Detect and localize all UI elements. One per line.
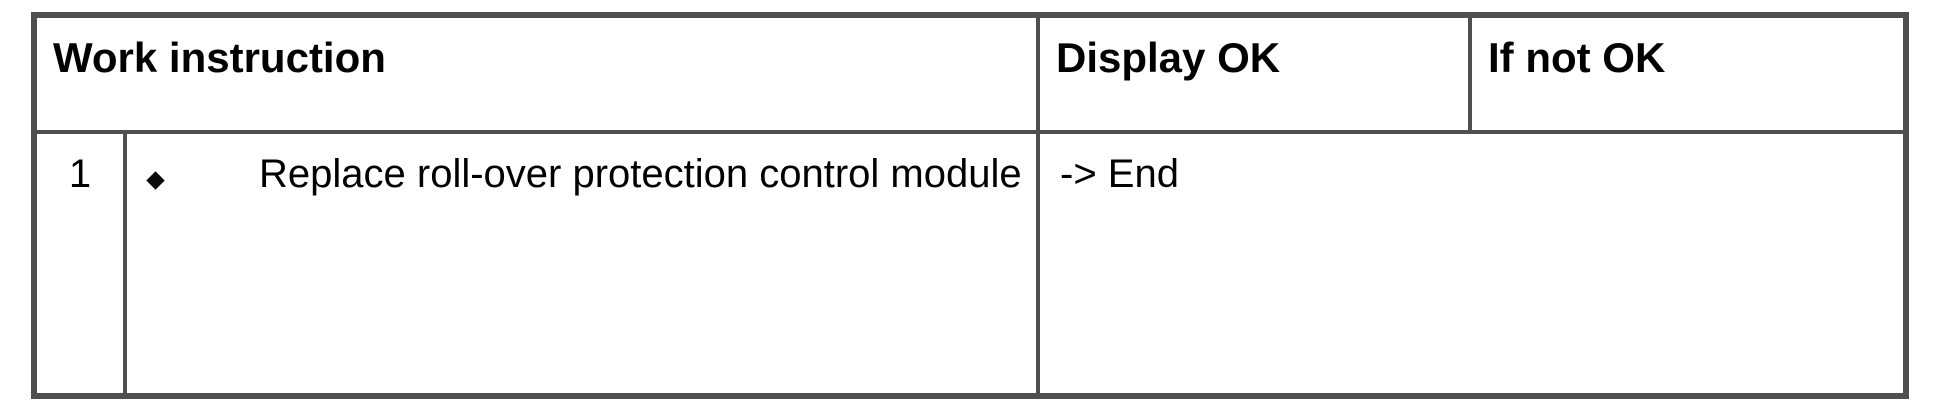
step-number-cell: 1: [32, 130, 127, 398]
table-row: 1 Replace roll-over protection control m…: [32, 130, 1908, 398]
step-number: 1: [68, 152, 92, 196]
instruction-cell: Replace roll-over protection control mod…: [123, 130, 1040, 398]
header-cell-work-instruction: Work instruction: [32, 13, 1040, 134]
header-cell-display-ok: Display OK: [1036, 13, 1472, 134]
header-label-if-not-ok: If not OK: [1488, 34, 1666, 81]
header-cell-if-not-ok: If not OK: [1468, 13, 1908, 134]
header-label-display-ok: Display OK: [1056, 34, 1281, 81]
diamond-bullet-icon: [146, 171, 165, 190]
header-label-work-instruction: Work instruction: [53, 34, 386, 81]
table-header-row: Work instruction Display OK If not OK: [32, 13, 1908, 134]
instruction-text: Replace roll-over protection control mod…: [259, 152, 1022, 196]
result-cell: -> End: [1036, 130, 1908, 398]
work-instruction-table: Work instruction Display OK If not OK 1 …: [31, 12, 1909, 399]
result-text: -> End: [1060, 152, 1179, 196]
